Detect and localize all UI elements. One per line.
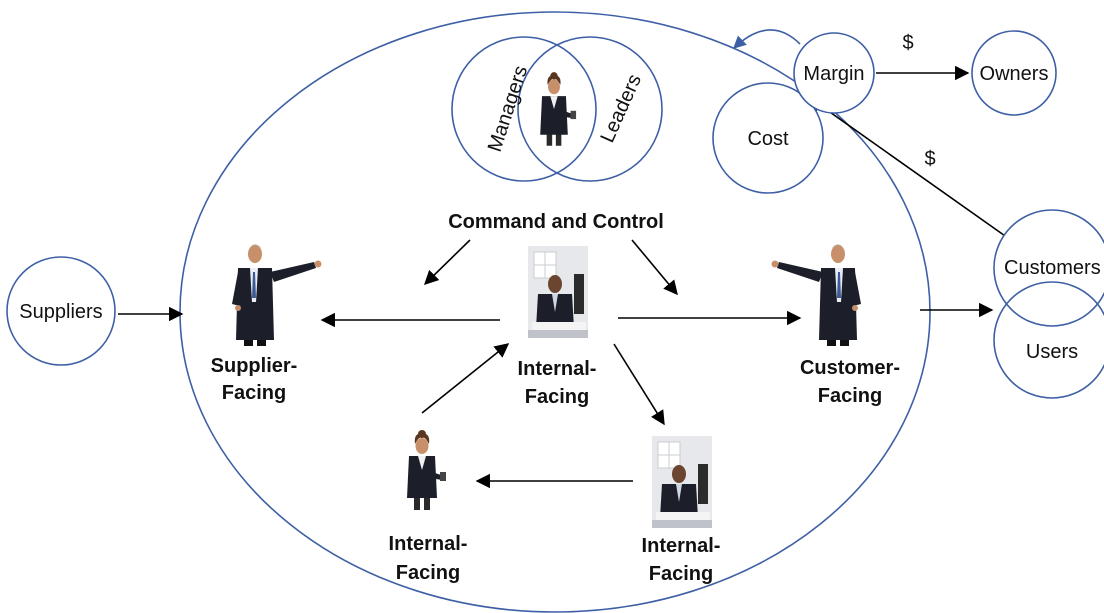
margin-circle	[793, 32, 875, 114]
cost-label: Cost	[747, 128, 789, 150]
arrow-command-to-customer-facing	[631, 239, 678, 296]
owners-label: Owners	[980, 63, 1049, 85]
internal-facing-center-line1: Internal-	[518, 358, 597, 380]
supplier-facing-label-line2: Facing	[222, 382, 286, 404]
internal-facing-right-line1: Internal-	[642, 535, 721, 557]
supplier-facing-label-line1: Supplier-	[211, 355, 298, 377]
internal-facing-center-line2: Facing	[525, 386, 589, 408]
customers-circle	[993, 209, 1104, 327]
suppliers-label: Suppliers	[19, 301, 102, 323]
man-at-computer-icon	[651, 435, 713, 529]
arrow-command-to-supplier-facing	[423, 239, 471, 286]
owners-circle	[971, 30, 1057, 116]
users-circle	[993, 281, 1104, 399]
managers-circle	[451, 36, 597, 182]
arrow-internal-left-to-center	[421, 343, 510, 414]
customers-label: Customers	[1004, 257, 1101, 279]
customer-facing-label-line2: Facing	[818, 385, 882, 407]
customer-facing-label-line1: Customer-	[800, 357, 900, 379]
suppliers-circle	[6, 256, 116, 366]
internal-facing-left-line2: Facing	[396, 562, 460, 584]
arrow-margin-feedback	[733, 29, 801, 49]
arrow-customers-to-margin	[808, 97, 1009, 239]
dollar-label-mid: $	[924, 148, 935, 170]
command-and-control-label: Command and Control	[448, 211, 664, 233]
arrow-center-to-internal-right	[613, 343, 665, 426]
users-label: Users	[1026, 341, 1078, 363]
leaders-circle	[517, 36, 663, 182]
internal-facing-left-line1: Internal-	[389, 533, 468, 555]
man-at-computer-icon	[527, 245, 589, 339]
margin-label: Margin	[803, 63, 864, 85]
internal-facing-right-line2: Facing	[649, 563, 713, 585]
dollar-label-top: $	[902, 32, 913, 54]
cost-circle	[712, 82, 824, 194]
